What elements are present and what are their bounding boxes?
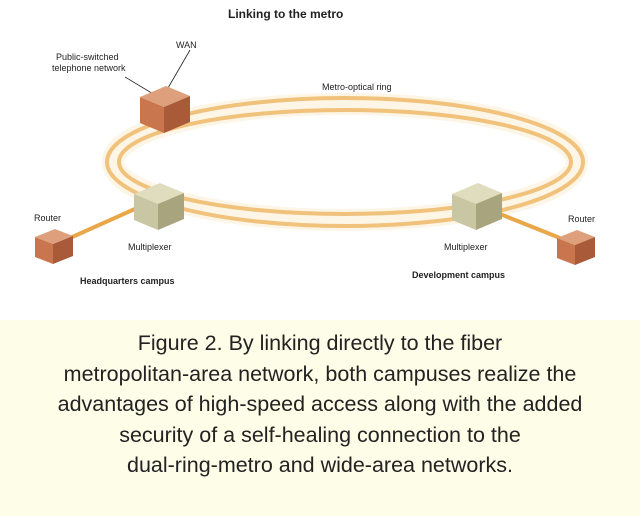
router-right-label: Router: [568, 214, 596, 224]
wan-label: WAN: [176, 40, 197, 50]
campus-right-label: Development campus: [412, 270, 506, 280]
mux-right-label: Multiplexer: [444, 242, 488, 252]
mux-left-cube: [134, 183, 184, 230]
pstn-pointer-line: [124, 76, 156, 96]
caption-line-3: advantages of high-speed access along wi…: [57, 392, 583, 416]
mux-right-cube: [452, 183, 502, 230]
pstn-label-line-2: telephone network: [52, 63, 126, 73]
link-left-router: [69, 206, 138, 240]
diagram-graphic: [35, 49, 595, 265]
ring-label: Metro-optical ring: [322, 82, 392, 92]
mux-left-label: Multiplexer: [128, 242, 172, 252]
wan-cube: [140, 86, 190, 133]
figure-caption: Figure 2. By linking directly to the fib…: [0, 328, 640, 481]
ring-glow: [102, 93, 588, 231]
network-diagram: Linking to the metro Public-switched tel…: [34, 7, 596, 286]
router-right-cube: [557, 230, 595, 265]
metro-optical-ring: [105, 96, 585, 228]
pstn-label-line-1: Public-switched: [56, 52, 119, 62]
wan-link-line: [167, 49, 191, 89]
router-left-cube: [35, 229, 73, 264]
caption-line-2: metropolitan-area network, both campuses…: [63, 361, 577, 386]
caption-line-4: security of a self-healing connection to…: [119, 422, 521, 447]
caption-panel: Figure 2. By linking directly to the fib…: [0, 320, 640, 516]
caption-line-1: Figure 2. By linking directly to the fib…: [137, 331, 503, 355]
router-left-label: Router: [34, 213, 62, 223]
caption-line-5: dual-ring-metro and wide-area networks.: [127, 453, 513, 477]
campus-left-label: Headquarters campus: [80, 276, 175, 286]
diagram-title: Linking to the metro: [228, 7, 344, 21]
